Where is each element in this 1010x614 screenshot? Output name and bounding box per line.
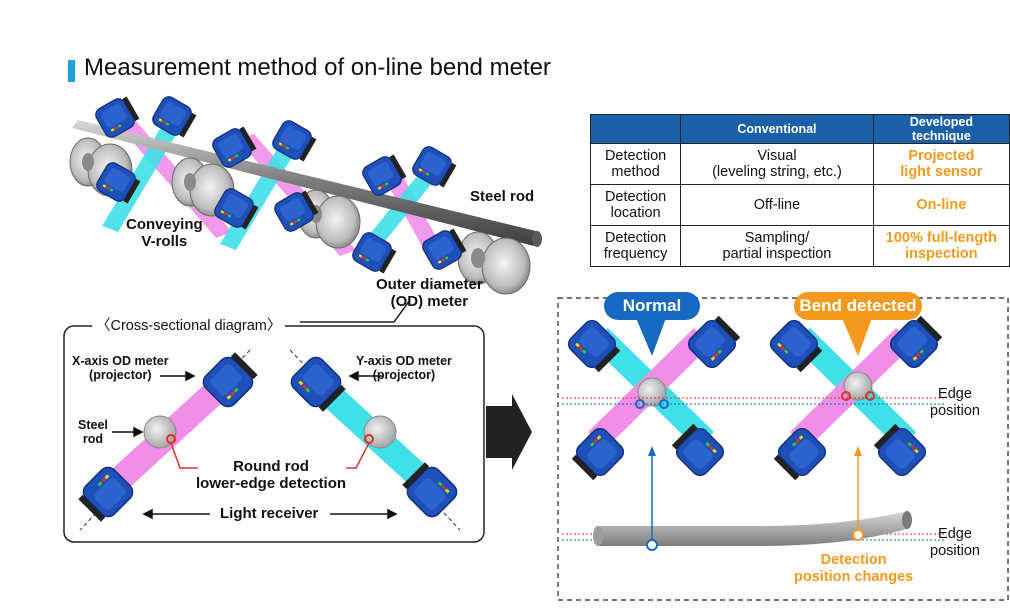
row-conventional: Sampling/ partial inspection: [680, 225, 874, 267]
bend-diagram: [766, 312, 946, 484]
table-header-row: Conventional Developed technique: [589, 114, 1010, 144]
edge-position-label-top: Edge position: [930, 386, 980, 419]
od-meter-label: Outer diameter (OD) meter: [376, 276, 483, 311]
comparison-table: Conventional Developed technique Detecti…: [589, 114, 1010, 267]
detection-changes-label: Detection position changes: [794, 552, 914, 585]
steel-rod-section-label: Steel rod: [78, 418, 108, 447]
header-developed: Developed technique: [872, 114, 1010, 144]
edge-position-label-bottom: Edge position: [930, 526, 980, 559]
header-conventional: Conventional: [680, 114, 874, 144]
table-row: Detection frequency Sampling/ partial in…: [589, 225, 1010, 267]
row-label: Detection method: [589, 143, 682, 185]
y-axis-meter-label: Y-axis OD meter (projector): [356, 354, 452, 383]
row-label: Detection frequency: [589, 225, 682, 267]
cross-section-title: 〈Cross-sectional diagram〉: [92, 318, 286, 335]
table-row: Detection location Off-line On-line: [589, 184, 1010, 226]
bent-pipe: [598, 512, 910, 546]
bend-detected-callout: Bend detected: [794, 292, 922, 320]
light-receiver-label: Light receiver: [220, 505, 319, 522]
transition-arrow: [486, 394, 532, 470]
normal-diagram: [564, 312, 744, 484]
conveying-rolls-label: Conveying V-rolls: [126, 216, 203, 251]
lower-edge-label: Round rod lower-edge detection: [196, 458, 347, 493]
row-conventional: Visual (leveling string, etc.): [680, 143, 874, 185]
steel-rod-label: Steel rod: [470, 188, 535, 205]
page-title: Measurement method of on-line bend meter: [84, 54, 551, 81]
row-conventional: Off-line: [680, 184, 874, 226]
table-row: Detection method Visual (leveling string…: [589, 143, 1010, 185]
row-developed: Projected light sensor: [872, 143, 1010, 185]
cross-section-right: [286, 349, 462, 531]
title-accent-bar: [68, 60, 75, 82]
cross-section-left: [74, 348, 262, 531]
row-developed: On-line: [872, 184, 1010, 226]
row-developed: 100% full-length inspection: [872, 225, 1010, 267]
detection-panel: [557, 297, 1009, 601]
conveyor-illustration: [69, 93, 542, 295]
header-blank: [589, 114, 682, 144]
normal-callout: Normal: [604, 292, 700, 320]
row-label: Detection location: [589, 184, 682, 226]
x-axis-meter-label: X-axis OD meter (projector): [72, 354, 169, 383]
